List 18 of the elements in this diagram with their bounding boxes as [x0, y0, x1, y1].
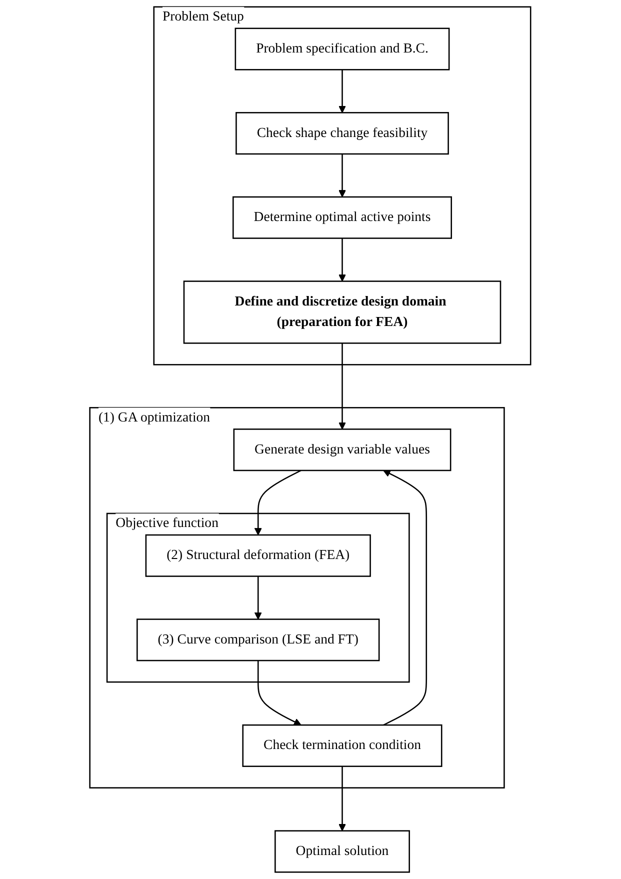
arrow [338, 70, 346, 114]
node-box: (2) Structural deformation (FEA) [146, 534, 372, 577]
arrow [254, 576, 262, 620]
node-box: Check shape change feasibility [236, 112, 450, 155]
node-box: Optimal solution [274, 830, 410, 873]
node-box: Generate design variable values [234, 428, 452, 472]
node-box: Problem specification and B.C. [235, 28, 450, 70]
arrow [338, 238, 346, 282]
arrow [338, 154, 346, 198]
arrow [338, 343, 346, 430]
arrow [383, 470, 428, 726]
arrow [254, 470, 302, 536]
node-box: (3) Curve comparison (LSE and FT) [136, 618, 380, 662]
node-box: Determine optimal active points [232, 196, 452, 239]
arrow [338, 766, 346, 832]
arrow [258, 660, 302, 726]
node-box: Check termination condition [242, 724, 443, 767]
node-box: Define and discretize design domain (preparation for FEA) [184, 280, 502, 344]
